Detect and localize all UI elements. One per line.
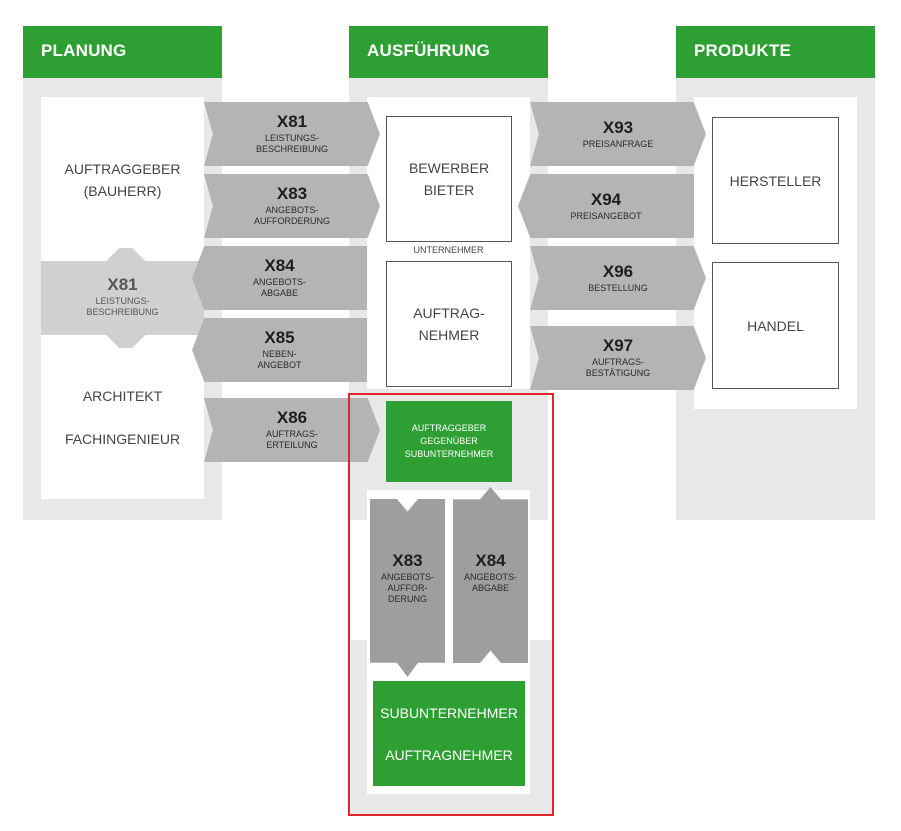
arrow-x94-desc: PREISANGEBOT — [570, 210, 642, 221]
architekt-label: ARCHITEKT — [82, 388, 163, 404]
planung-x81-shape — [41, 248, 204, 348]
sub-arrow-x84 — [453, 487, 528, 663]
handel-box: HANDEL — [712, 262, 839, 389]
arrow-x93-desc: PREISANFRAGE — [582, 138, 654, 149]
sub-arrow-x84-code: X84 — [475, 551, 506, 570]
unternehmer-label: UNTERNEHMER — [413, 245, 484, 255]
auftraggeber-sub-label: AUFTRAGGEBER GEGENÜBER SUBUNTERNEHMER — [404, 423, 494, 459]
arrow-x86: X86 AUFTRAGS- ERTEILUNG — [204, 398, 380, 462]
arrow-x86-desc: AUFTRAGS- ERTEILUNG — [265, 429, 318, 450]
produkte-header: PRODUKTE — [676, 26, 875, 78]
highlight-frame — [348, 393, 554, 816]
arrow-x84-code: X84 — [264, 256, 295, 275]
arrow-x81-code: X81 — [276, 112, 308, 131]
subunternehmer-label: SUBUNTERNEHMER — [380, 704, 518, 721]
arrow-x81-desc: LEISTUNGS- BESCHREIBUNG — [255, 133, 328, 154]
arrow-x94: X94 PREISANGEBOT — [518, 174, 694, 238]
sub-arrow-x84-desc: ANGEBOTS- ABGABE — [463, 572, 517, 593]
arrow-x85-code: X85 — [264, 328, 295, 347]
planung-x81-desc: LEISTUNGS- BESCHREIBUNG — [86, 296, 159, 317]
arrow-x85: X85 NEBEN- ANGEBOT — [192, 318, 367, 382]
arrow-x83: X83 ANGEBOTS- AUFFORDERUNG — [204, 174, 380, 238]
arrow-x81: X81 LEISTUNGS- BESCHREIBUNG — [204, 102, 380, 166]
sub-arrow-x83-content: X83 ANGEBOTS- AUFFOR- DERUNG — [370, 552, 445, 605]
sub-auftragnehmer-label: AUFTRAGNEHMER — [385, 746, 513, 763]
bewerber-bieter-label: BEWERBER BIETER — [408, 160, 490, 198]
arrow-x85-desc: NEBEN- ANGEBOT — [257, 349, 302, 370]
sub-arrow-x83-desc: ANGEBOTS- AUFFOR- DERUNG — [380, 572, 434, 604]
hersteller-box: HERSTELLER — [712, 117, 839, 244]
sub-arrow-x84-content: X84 ANGEBOTS- ABGABE — [453, 552, 528, 594]
arrow-x86-code: X86 — [276, 408, 308, 427]
hersteller-label: HERSTELLER — [729, 172, 822, 189]
auftragnehmer-label: AUFTRAG- NEHMER — [413, 305, 485, 343]
arrow-x83-code: X83 — [276, 184, 308, 203]
arrow-x84-desc: ANGEBOTS- ABGABE — [252, 277, 306, 298]
arrow-x97-desc: AUFTRAGS- BESTÄTIGUNG — [585, 357, 651, 378]
arrow-x97-code: X97 — [602, 336, 634, 355]
arrow-x94-code: X94 — [590, 189, 622, 209]
sub-arrow-x83 — [370, 499, 445, 677]
arrow-x83-desc: ANGEBOTS- AUFFORDERUNG — [254, 205, 330, 226]
arrow-x96: X96 BESTELLUNG — [530, 246, 706, 310]
subunternehmer-box: SUBUNTERNEHMER AUFTRAGNEHMER — [373, 681, 525, 786]
handel-label: HANDEL — [747, 317, 804, 334]
ausfuehrung-header: AUSFÜHRUNG — [349, 26, 548, 78]
planung-header: PLANUNG — [23, 26, 222, 78]
bewerber-bieter-box: BEWERBER BIETER — [386, 116, 512, 242]
planung-x81-code: X81 — [107, 275, 138, 294]
auftraggeber-label: AUFTRAGGEBER (BAUHERR) — [64, 161, 181, 199]
sub-arrow-x83-code: X83 — [392, 551, 423, 570]
auftraggeber-sub-box: AUFTRAGGEBER GEGENÜBER SUBUNTERNEHMER — [386, 401, 512, 482]
arrow-x93-code: X93 — [602, 117, 634, 137]
arrow-x96-code: X96 — [602, 261, 634, 281]
auftragnehmer-box: AUFTRAG- NEHMER — [386, 261, 512, 387]
arrow-x93: X93 PREISANFRAGE — [530, 102, 706, 166]
arrow-x97: X97 AUFTRAGS- BESTÄTIGUNG — [530, 326, 706, 390]
arrow-x96-desc: BESTELLUNG — [588, 282, 648, 293]
planung-x81-content: X81 LEISTUNGS- BESCHREIBUNG — [41, 276, 204, 318]
arrow-x84: X84 ANGEBOTS- ABGABE — [192, 246, 367, 310]
fachingenieur-label: FACHINGENIEUR — [64, 431, 181, 447]
